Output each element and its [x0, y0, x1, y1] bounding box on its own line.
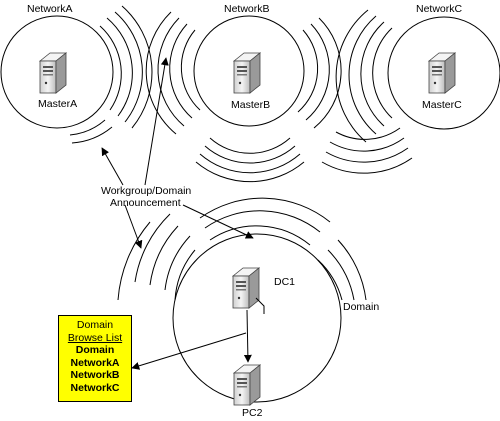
- network-a-circle: [0, 15, 114, 129]
- arrow-dc1-to-pc2: [243, 309, 252, 363]
- server-icon-pc2: [232, 364, 262, 406]
- domain-label: Domain: [343, 301, 379, 313]
- browse-list-entry: NetworkC: [70, 381, 120, 394]
- pc2-label: PC2: [242, 407, 263, 419]
- arrow-announcement-domain: [182, 204, 254, 239]
- domain-circle: [172, 233, 342, 403]
- radio-wave-arcs: [69, 5, 413, 301]
- arrows: [101, 57, 265, 370]
- arrow-to-domain: [124, 204, 143, 249]
- server-icon-dc1: [231, 267, 261, 309]
- master-c-label: MasterC: [422, 99, 462, 111]
- arrow-to-network-b: [144, 57, 169, 186]
- announcement-label-line2: Announcement: [110, 197, 181, 209]
- arrow-dc1-to-browse-list: [131, 332, 247, 370]
- arrow-to-network-a: [101, 147, 124, 186]
- network-b-label: NetworkB: [224, 3, 270, 15]
- browse-list-subtitle: Browse List: [67, 331, 123, 344]
- network-a-label: NetworkA: [27, 3, 73, 15]
- browse-list-box: Domain Browse List Domain NetworkA Netwo…: [58, 315, 132, 402]
- browse-list-entry: NetworkA: [70, 356, 120, 369]
- master-b-label: MasterB: [231, 99, 270, 111]
- server-icon-master-c: [427, 52, 457, 94]
- server-icon-master-b: [232, 52, 262, 94]
- network-c-label: NetworkC: [416, 3, 463, 15]
- server-icon-master-a: [38, 52, 68, 94]
- master-a-label: MasterA: [38, 98, 77, 110]
- network-b-circle: [193, 15, 305, 127]
- network-c-circle: [387, 16, 500, 130]
- browse-list-entry: NetworkB: [70, 369, 120, 381]
- browse-list-title: Domain: [76, 319, 114, 331]
- announcement-label-line1: Workgroup/Domain: [101, 185, 191, 197]
- dc1-label: DC1: [274, 276, 295, 288]
- dc1-connector: [255, 297, 265, 314]
- browse-list-entry: Domain: [75, 344, 115, 356]
